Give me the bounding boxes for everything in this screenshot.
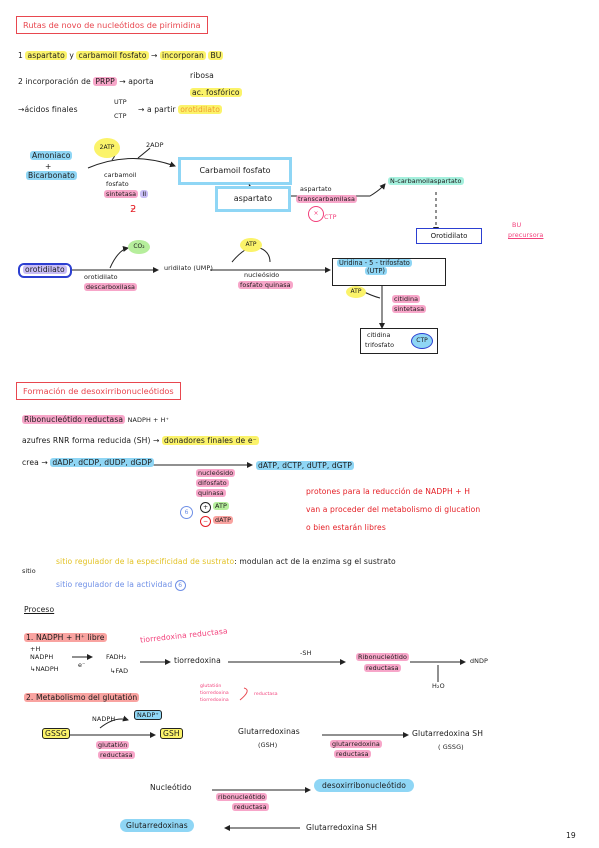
line2: 2 incorporación de PRPP → aporta xyxy=(18,77,154,86)
enzyme5b: sintetasa xyxy=(392,305,427,313)
glutarred3: Glutarredoxinas xyxy=(120,819,194,832)
glut-red-b: reductasa xyxy=(98,751,135,759)
glutarred2: Glutarredoxina SH xyxy=(412,729,483,738)
glutarred-red-a: glutarredoxina xyxy=(330,740,382,748)
aspartato-box: aspartato xyxy=(215,186,291,212)
orotidilato-box: Orotidilato xyxy=(416,228,482,244)
enzyme1c: sintetasa II xyxy=(104,190,149,198)
number-icon: 6 xyxy=(180,506,193,519)
nadph: NADPH xyxy=(30,653,54,661)
enz-b: difosfato xyxy=(196,479,229,487)
nucleotido: Nucleótido xyxy=(150,783,192,792)
glutarred1b: (GSH) xyxy=(258,741,278,749)
site1: sitio regulador de la especificidad de s… xyxy=(56,557,396,566)
uridilato: uridilato (UMP) xyxy=(164,264,213,272)
inhibit-icon: × xyxy=(308,206,324,222)
ncarbamoil: N-carbamoilaspartato xyxy=(388,177,464,185)
page-number: 19 xyxy=(566,831,576,840)
line1: 1 aspartato y carbamoil fosfato → incorp… xyxy=(18,51,224,60)
rib2a: ribonucleótido xyxy=(216,793,268,801)
p2note4: reductasa xyxy=(254,692,278,697)
enzyme4b: fosfato quinasa xyxy=(238,281,293,289)
s2-line1: Ribonucleótido reductasa NADPH + H⁺ xyxy=(22,415,169,424)
fadh2: FADH₂ xyxy=(106,653,127,661)
ctp-box: citidina trifosfato CTP xyxy=(360,328,438,354)
plus1: + xyxy=(45,162,52,171)
glutarred4: Glutarredoxina SH xyxy=(306,823,377,832)
atp3-burst: ATP xyxy=(240,238,262,252)
precursora-label: precursora xyxy=(508,231,544,239)
fad: ↳FAD xyxy=(110,667,129,675)
adp2: 2ADP xyxy=(146,141,164,149)
eminus: e⁻ xyxy=(78,661,86,669)
enzyme2b: transcarbamilasa xyxy=(296,195,357,203)
red-mark: ƻ xyxy=(130,204,137,215)
carbamoil-fosfato-box: Carbamoil fosfato xyxy=(178,157,292,185)
line2-fosforico: ac. fosfórico xyxy=(190,88,242,97)
nadph3: NADPH xyxy=(92,715,116,723)
rib-red-a: Ribonucleótido xyxy=(356,653,410,661)
enzyme5a: citidina xyxy=(392,295,421,303)
line3-ctp: CTP xyxy=(114,112,127,120)
rib2b: reductasa xyxy=(232,803,269,811)
bu-label: BU xyxy=(512,221,522,229)
line2-ribosa: ribosa xyxy=(190,71,214,80)
red-note1: protones para la reducción de NADPH + H xyxy=(306,487,471,496)
p2note2: tiorredoxina xyxy=(200,691,229,696)
co2-badge: CO₂ xyxy=(128,240,150,254)
desoxi: desoxirribonucleótido xyxy=(314,779,415,792)
rib-red-b: reductasa xyxy=(364,664,401,672)
enzyme1b: fosfato xyxy=(106,180,129,188)
nadph2: ↳NADPH xyxy=(30,665,59,673)
enzyme3a: orotidilato xyxy=(84,273,118,281)
gssg: GSSG xyxy=(42,728,70,739)
glutarred2b: ( GSSG) xyxy=(438,743,464,751)
tiorredoxina: tiorredoxina xyxy=(174,656,221,665)
ctp-inhibitor: CTP xyxy=(324,213,337,221)
section1-title: Rutas de novo de nucleótidos de pirimidi… xyxy=(16,16,208,34)
line3-partir: → a partir orotidilato xyxy=(138,105,222,114)
enzyme3b: descarboxilasa xyxy=(84,283,138,291)
p2note3: tiorredoxina xyxy=(200,698,229,703)
enzyme4a: nucleósido xyxy=(244,271,280,279)
plus-sign: + xyxy=(200,502,211,513)
orotidilato-start: orotidilato xyxy=(18,263,72,278)
enz-atp: ATP xyxy=(213,502,229,510)
utp-box: Uridina - 5 - trifosfato (UTP) xyxy=(332,258,446,286)
h2o: H₂O xyxy=(432,682,445,690)
dndp: dNDP xyxy=(470,657,489,665)
section2-title: Formación de desoxirribonucleótidos xyxy=(16,382,181,400)
p2note1: glutatión xyxy=(200,684,222,689)
h-plus: +H xyxy=(30,645,41,653)
s2-line3: crea → dADP, dCDP, dUDP, dGDP xyxy=(22,458,154,467)
s2-line2: azufres RNR forma reducida (SH) → donado… xyxy=(22,436,259,445)
amoniaco: Amoniaco xyxy=(30,151,73,160)
atp2-burst: 2ATP xyxy=(94,138,120,158)
p2: 2. Metabolismo del glutatión xyxy=(24,693,140,702)
nadp: NADP⁺ xyxy=(134,710,162,720)
site2: sitio regulador de la actividad 6 xyxy=(56,580,186,591)
glutarred-red-b: reductasa xyxy=(334,750,371,758)
glut-red-a: glutatión xyxy=(96,741,130,749)
gsh: GSH xyxy=(160,728,183,739)
enzyme2a: aspartato xyxy=(300,185,332,193)
red-note3: o bien estarán libres xyxy=(306,523,386,532)
line3-acidos: →ácidos finales xyxy=(18,105,78,114)
site-label: sitio xyxy=(22,567,36,575)
p1: 1. NADPH + H⁺ libre xyxy=(24,633,107,642)
sh: -SH xyxy=(300,649,312,657)
enz-c: quinasa xyxy=(196,489,226,497)
line3-utp: UTP xyxy=(114,98,127,106)
red-note2: van a proceder del metabolismo di glucat… xyxy=(306,505,481,514)
enz-a: nucleósido xyxy=(196,469,236,477)
glutarred1: Glutarredoxinas xyxy=(238,727,300,736)
bicarbonato: Bicarbonato xyxy=(26,171,77,180)
minus-sign: − xyxy=(200,516,211,527)
proceso: Proceso xyxy=(24,605,55,614)
s2-dntp: dATP, dCTP, dUTP, dGTP xyxy=(256,461,354,470)
enzyme1a: carbamoil xyxy=(104,171,137,179)
atp4-burst: ATP xyxy=(346,286,366,298)
enz-datp: dATP xyxy=(213,516,234,524)
